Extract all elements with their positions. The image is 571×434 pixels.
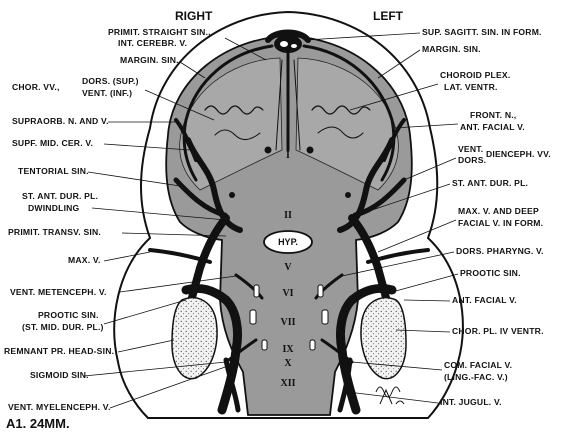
label-dienceph-vv: DIENCEPH. VV. (486, 149, 551, 159)
label-vent-metenceph-v: VENT. METENCEPH. V. (10, 287, 107, 297)
label-supraorb-n-v: SUPRAORB. N. AND V. (12, 116, 109, 126)
label-vent-myelenceph-v: VENT. MYELENCEPH. V. (8, 402, 111, 412)
label-dors-pharyng-v: DORS. PHARYNG. V. (456, 246, 544, 256)
label-margin-sin-left: MARGIN. SIN. (422, 44, 481, 54)
roman-vii: VII (280, 317, 295, 328)
label-com-facial-v: COM. FACIAL V. (444, 360, 512, 370)
label-lat-ventr: LAT. VENTR. (444, 82, 498, 92)
roman-x: X (284, 358, 292, 369)
header-right: RIGHT (175, 9, 213, 23)
roman-vi: VI (282, 288, 293, 299)
label-max-v-right: MAX. V. (68, 255, 101, 265)
label-max-v-deep-facial: MAX. V. AND DEEP (458, 206, 539, 216)
roman-xii: XII (280, 378, 295, 389)
label-prootic-sin-right: PROOTIC SIN. (38, 310, 99, 320)
label-ant-facial-v-low: ANT. FACIAL V. (452, 295, 517, 305)
figure-label: A1. 24MM. (6, 416, 70, 431)
label-sigmoid-sin: SIGMOID SIN. (30, 370, 89, 380)
roman-ix: IX (282, 344, 294, 355)
label-primit-straight-sin: PRIMIT. STRAIGHT SIN., (108, 27, 211, 37)
label-chor-vv: CHOR. VV., (12, 82, 60, 92)
label-st-mid-dur-pl: (ST. MID. DUR. PL.) (22, 322, 104, 332)
label-ant-facial-v-top: ANT. FACIAL V. (460, 122, 525, 132)
label-remnant-pr-head-sin: REMNANT PR. HEAD-SIN. (4, 346, 114, 356)
label-choroid-plex: CHOROID PLEX. (440, 70, 510, 80)
roman-ii: II (284, 210, 292, 221)
roman-v: V (284, 262, 292, 273)
label-supf-mid-cer-v: SUPF. MID. CER. V. (12, 138, 93, 148)
roman-i: I (286, 150, 290, 161)
label-st-ant-dur-pl-right: ST. ANT. DUR. PL. (22, 191, 98, 201)
label-dwindling: DWINDLING (28, 203, 80, 213)
label-st-ant-dur-pl-left: ST. ANT. DUR. PL. (452, 178, 528, 188)
hyp-label: HYP. (278, 237, 298, 247)
label-int-cerebr-v: INT. CEREBR. V. (118, 38, 187, 48)
label-facial-v-in-form: FACIAL V. IN FORM. (458, 218, 543, 228)
label-vent: VENT. (458, 144, 483, 154)
label-primit-transv-sin: PRIMIT. TRANSV. SIN. (8, 227, 101, 237)
label-chor-pl-iv-ventr: CHOR. PL. IV VENTR. (452, 326, 544, 336)
label-prootic-sin-left: PROOTIC SIN. (460, 268, 521, 278)
label-tentorial-sin: TENTORIAL SIN. (18, 166, 89, 176)
label-int-jugul-v: INT. JUGUL. V. (440, 397, 502, 407)
label-front-n: FRONT. N., (470, 110, 516, 120)
label-sup-sagitt-sin: SUP. SAGITT. SIN. IN FORM. (422, 27, 542, 37)
label-ling-fac-v: (LING.-FAC. V.) (444, 372, 508, 382)
label-dors: DORS. (458, 155, 486, 165)
label-dors-sup: DORS. (SUP.) (82, 76, 139, 86)
label-vent-inf: VENT. (INF.) (82, 88, 132, 98)
header-left: LEFT (373, 9, 404, 23)
label-margin-sin-right: MARGIN. SIN. (120, 55, 179, 65)
